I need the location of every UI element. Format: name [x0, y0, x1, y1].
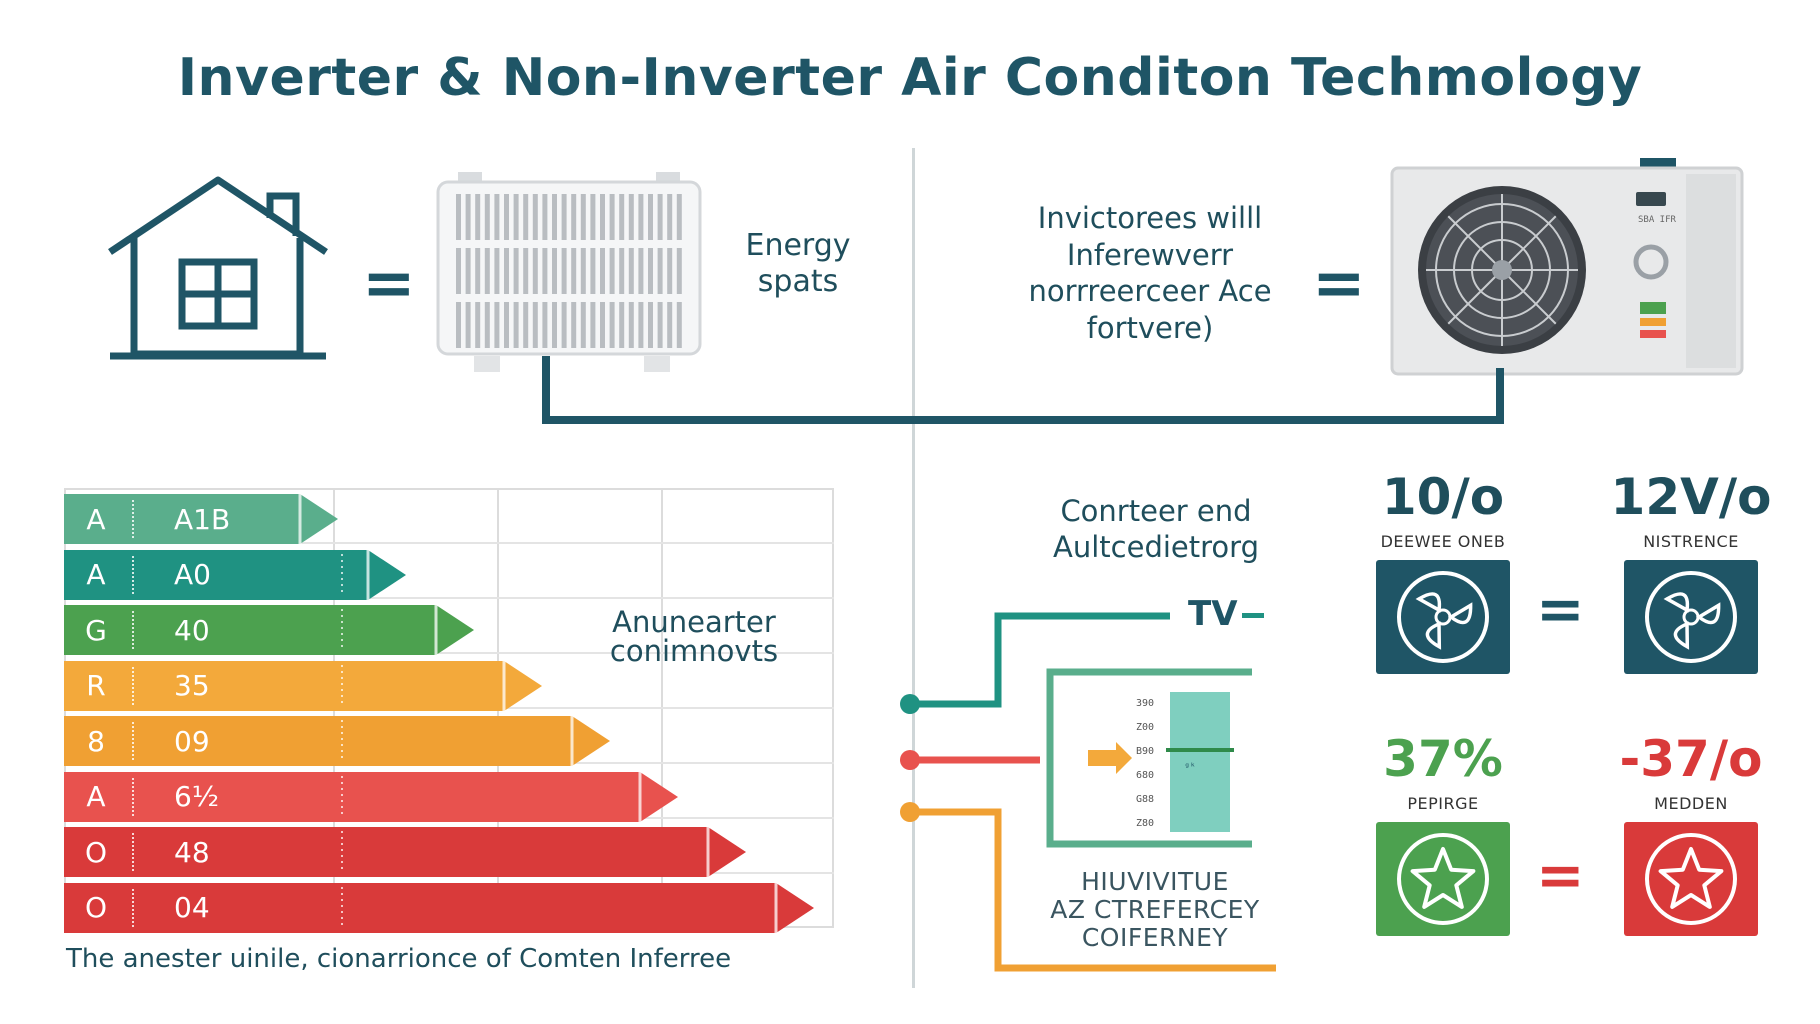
- tv-label: TV: [1188, 594, 1264, 634]
- rating-separator: [132, 555, 134, 594]
- star-icon: [1645, 833, 1737, 925]
- inverter-description: Invictorees willl Inferewverr norrreerce…: [1028, 201, 1272, 345]
- rating-value: A0: [174, 558, 211, 591]
- stat-label: DEEWEE ONEB: [1380, 532, 1506, 551]
- rating-arrow-bar: [64, 827, 746, 877]
- stats-equals-bottom: =: [1536, 841, 1585, 909]
- indoor-unit-icon: [436, 172, 702, 372]
- rating-letter: A: [86, 502, 106, 536]
- gauge-scale-tick: Z00: [1136, 722, 1154, 733]
- rating-caption: The anester uinile, cionarrionce of Comt…: [66, 944, 732, 974]
- rating-arrow-bar: [64, 605, 474, 655]
- stats-equals-top: =: [1536, 575, 1585, 643]
- stat-tile: [1376, 560, 1510, 674]
- energy-label: Energy spats: [745, 228, 851, 299]
- rating-arrow-bar: [64, 549, 406, 600]
- stat-value: 12V/o: [1610, 468, 1772, 526]
- rating-value: A1В: [174, 502, 231, 536]
- connecting-pipe: [542, 356, 1504, 424]
- rating-arrow-bar: [64, 882, 814, 933]
- rating-value: 35: [174, 669, 210, 702]
- rating-letter: A: [86, 780, 106, 813]
- rating-row: O 48: [64, 827, 748, 877]
- stat-tile: [1624, 560, 1758, 674]
- center-divider: [912, 148, 915, 988]
- rating-row: A 6½: [64, 771, 680, 822]
- gauge-scale-tick: G88: [1136, 794, 1154, 805]
- rating-arrow-bar: [64, 660, 542, 711]
- rating-value: 6½: [174, 780, 219, 813]
- gauge-scale-tick: B90: [1136, 746, 1154, 757]
- diagram-bottom-label: HIUVIVITUE AZ CTREFERCEY COIFERNEY: [1050, 867, 1260, 952]
- rating-separator: [132, 722, 134, 760]
- unit-model-label: SBA IFR: [1638, 215, 1677, 225]
- rating-separator: [132, 500, 134, 538]
- rating-separator: [132, 666, 134, 705]
- rating-annotation: Anunearter conimnovts: [609, 605, 779, 668]
- gauge-scale-tick: Z80: [1136, 818, 1154, 829]
- rating-letter: O: [84, 891, 108, 924]
- house-icon: [108, 176, 328, 360]
- outdoor-unit-icon: SBA IFR: [1390, 158, 1744, 376]
- rating-letter: G: [85, 613, 107, 647]
- rating-value: 40: [174, 613, 210, 647]
- rating-value: 09: [174, 724, 210, 758]
- tv-label-text: TV: [1188, 594, 1238, 634]
- rating-row: G 40: [64, 605, 476, 655]
- fan-icon: [1645, 571, 1737, 663]
- stat-label: NISTRENCE: [1643, 532, 1739, 551]
- diagram-heading: Conrteer end Aultcedietrorg: [1053, 494, 1259, 564]
- rating-letter: A: [86, 558, 106, 591]
- stat-value: 37%: [1383, 730, 1503, 788]
- rating-letter: 8: [87, 724, 105, 758]
- rating-separator: [132, 833, 134, 871]
- stat-label: MEDDEN: [1654, 794, 1728, 813]
- gauge-marker-label: ᵍᵏ: [1184, 762, 1196, 773]
- star-icon: [1397, 833, 1489, 925]
- rating-arrow-bar: [64, 771, 678, 822]
- equals-sign-right: =: [1312, 247, 1366, 321]
- rating-row: A A0: [64, 549, 408, 600]
- rating-separator: [132, 888, 134, 927]
- rating-row: O 04: [64, 882, 816, 933]
- rating-row: A A1В: [64, 494, 340, 544]
- gauge-scale-tick: 390: [1136, 698, 1154, 709]
- rating-separator: [132, 611, 134, 649]
- stat-label: PEPIRGE: [1407, 794, 1479, 813]
- rating-separator: [132, 777, 134, 816]
- gauge-scale-tick: 680: [1136, 770, 1154, 781]
- rating-row: 8 09: [64, 716, 612, 766]
- rating-row: R 35: [64, 660, 544, 711]
- stat-tile: [1624, 822, 1758, 936]
- rating-value: 04: [174, 891, 210, 924]
- equals-sign-left: =: [362, 247, 416, 321]
- fan-icon: [1397, 571, 1489, 663]
- stat-tile: [1376, 822, 1510, 936]
- rating-letter: R: [86, 669, 106, 702]
- rating-letter: O: [84, 835, 108, 869]
- rating-value: 48: [174, 835, 210, 869]
- stat-value: -37/o: [1619, 730, 1763, 788]
- page-title: Inverter & Non-Inverter Air Conditon Tec…: [177, 48, 1643, 108]
- stat-value: 10/o: [1381, 468, 1505, 526]
- rating-arrow-bar: [64, 716, 610, 766]
